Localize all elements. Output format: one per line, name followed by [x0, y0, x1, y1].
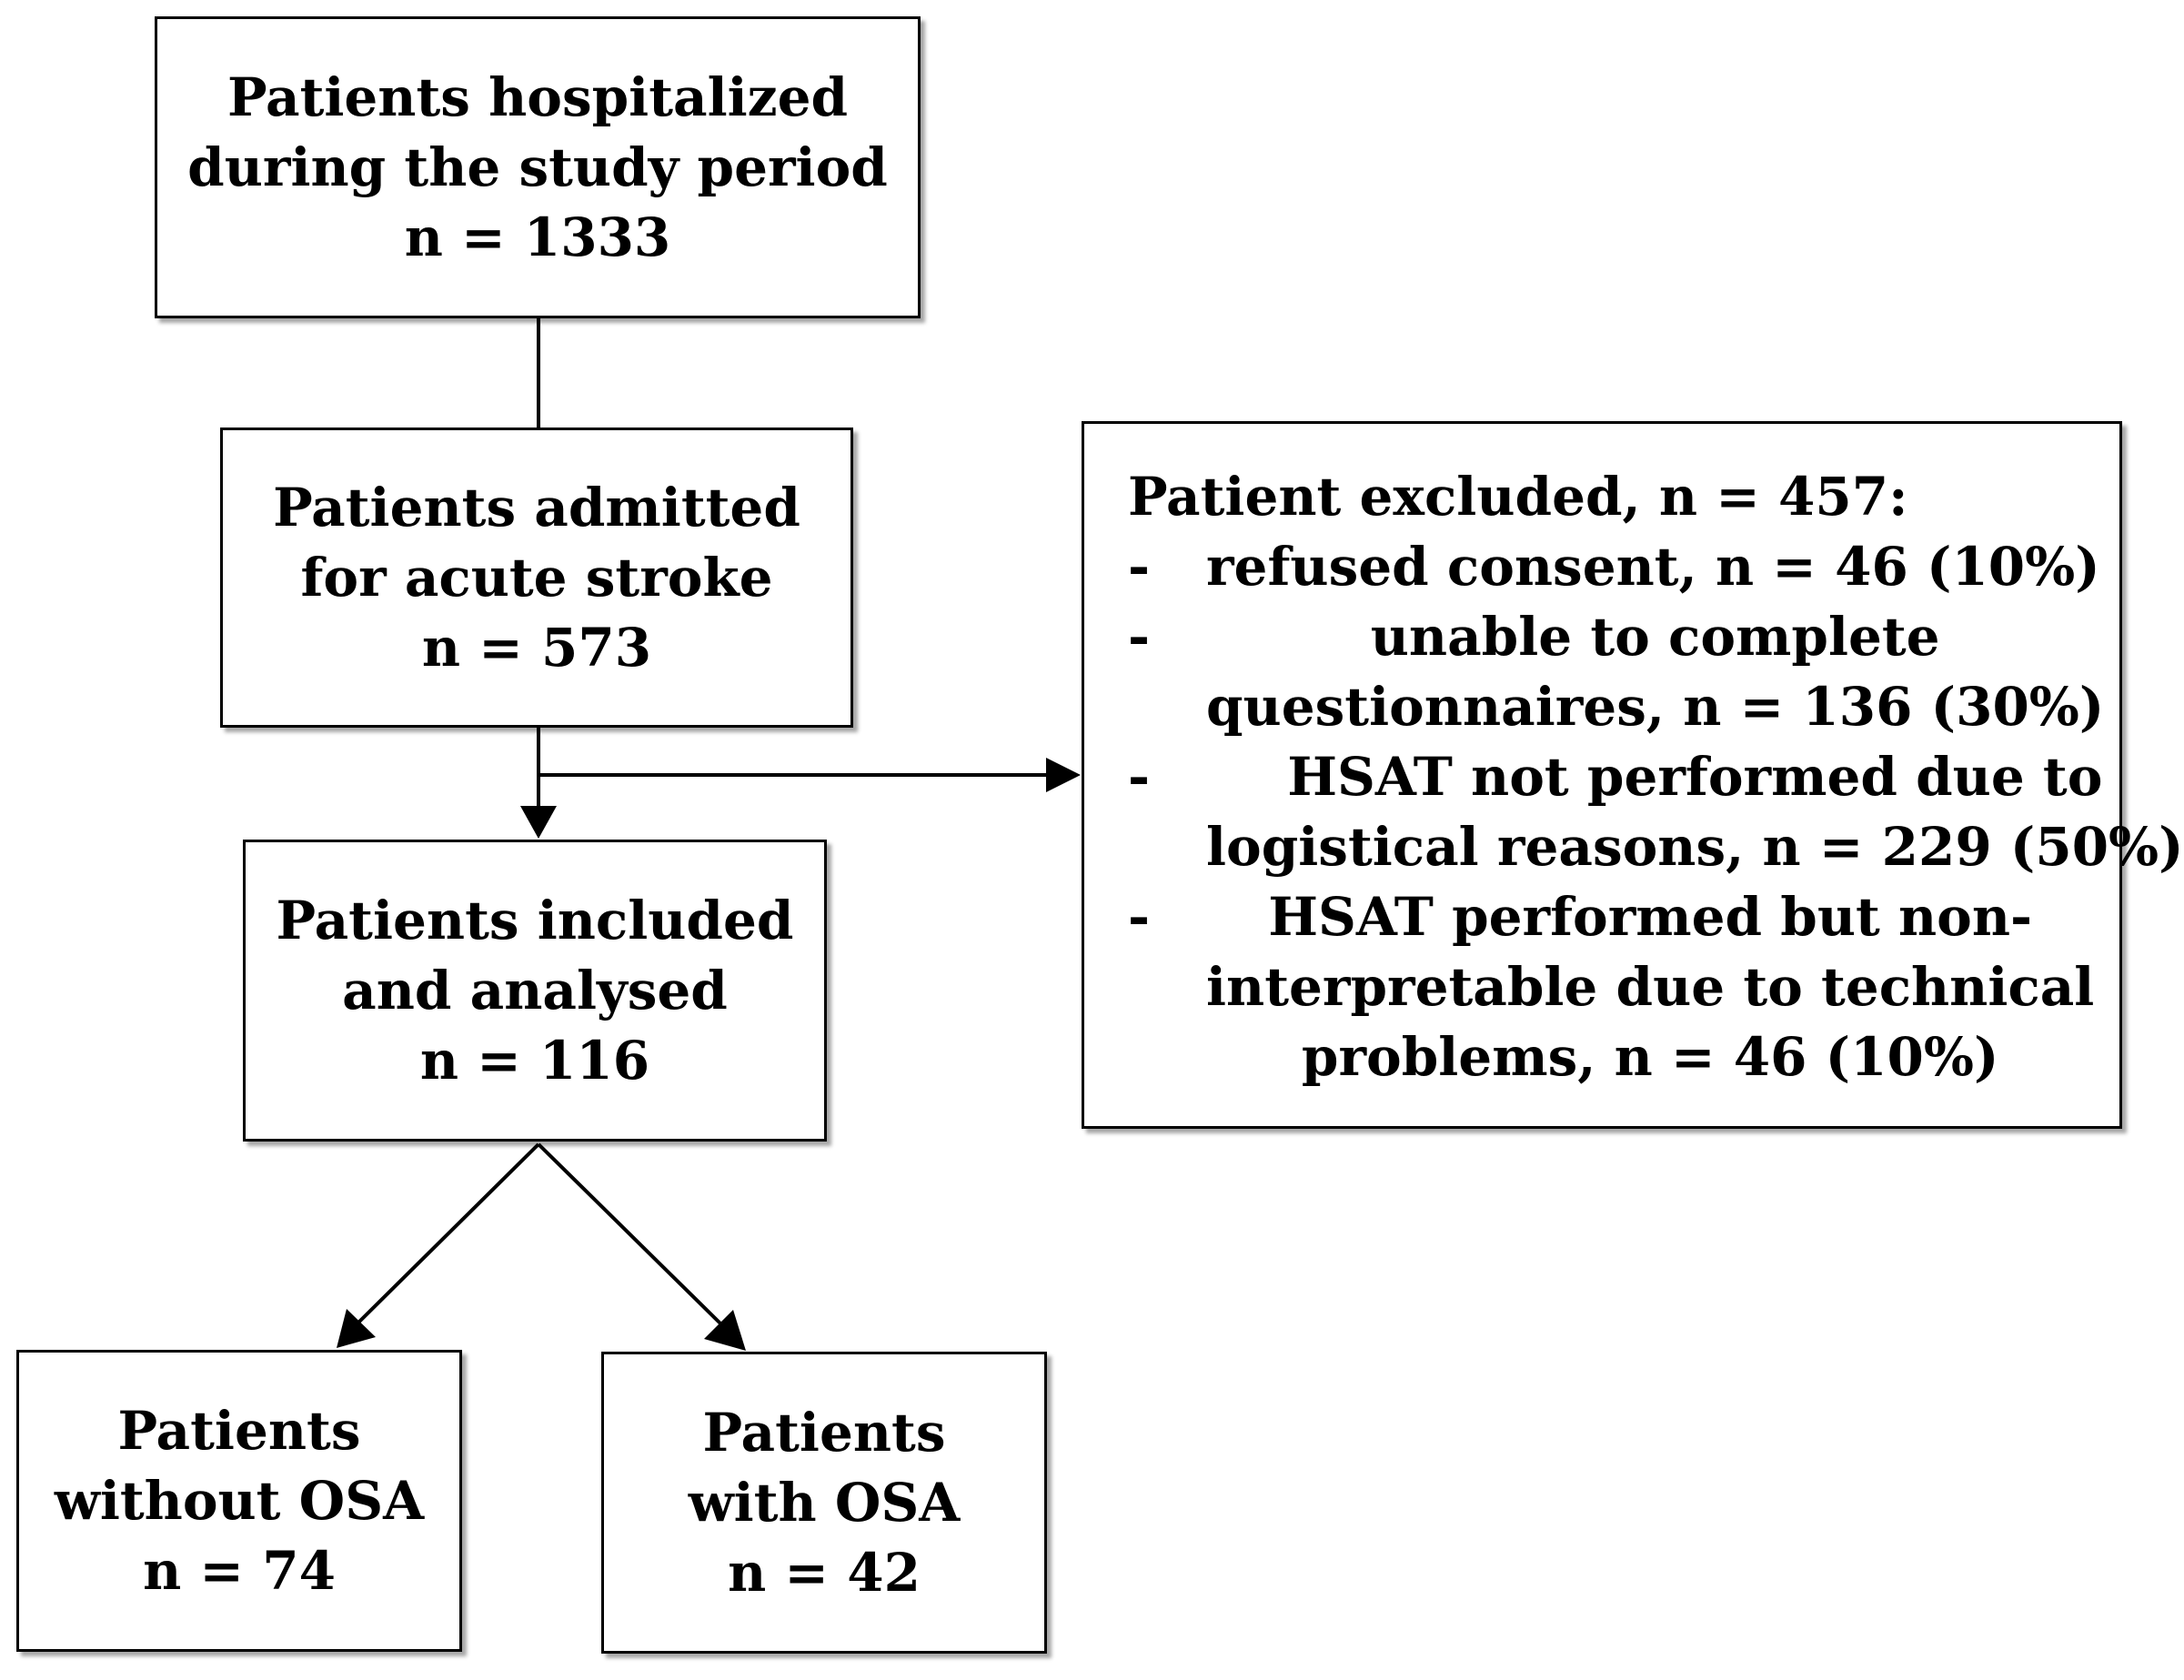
box-included-analysed: Patients included and analysed n = 116	[243, 840, 827, 1142]
excluded-item-line: unable to complete	[1370, 606, 1940, 668]
excluded-item-line: HSAT not performed due to	[1287, 746, 2103, 808]
arrowhead-with-osa	[704, 1310, 746, 1351]
excluded-item-refused-consent: - refused consent, n = 46 (10%)	[1128, 532, 2100, 602]
excluded-item-hsat-not-performed: - HSAT not performed due to logistical r…	[1128, 742, 2184, 882]
excluded-item-line: logistical reasons, n = 229 (50%)	[1206, 816, 2184, 878]
box-text-line: Patients	[702, 1401, 946, 1464]
bullet-dash: -	[1128, 536, 1151, 598]
excluded-item-line: refused consent, n = 46 (10%)	[1206, 536, 2100, 598]
box-with-osa: Patients with OSA n = 42	[601, 1352, 1047, 1654]
box-text-line: during the study period	[187, 136, 888, 198]
box-count: n = 573	[421, 616, 652, 679]
box-count: n = 74	[143, 1539, 336, 1602]
connector-included-without-osa	[355, 1142, 540, 1326]
excluded-heading: Patient excluded, n = 457:	[1128, 466, 1908, 528]
bullet-dash: -	[1128, 606, 1151, 668]
excluded-item-line: problems, n = 46 (10%)	[1301, 1026, 1999, 1088]
box-text-line: and analysed	[342, 959, 728, 1021]
box-text-line: Patients hospitalized	[226, 65, 849, 128]
bullet-dash: -	[1128, 746, 1151, 808]
box-count: n = 1333	[404, 206, 671, 268]
box-text-line: Patients included	[276, 889, 794, 951]
box-text-line: without OSA	[54, 1469, 425, 1532]
box-without-osa: Patients without OSA n = 74	[16, 1350, 462, 1652]
box-count: n = 42	[728, 1541, 921, 1604]
arrowhead-excluded	[1046, 758, 1081, 792]
connector-layer	[337, 318, 1081, 1351]
box-text-line: Patients	[117, 1399, 361, 1462]
box-hospitalized: Patients hospitalized during the study p…	[155, 16, 921, 318]
box-count: n = 116	[419, 1029, 650, 1091]
box-text-line: with OSA	[688, 1471, 961, 1534]
box-text-line: for acute stroke	[300, 546, 773, 609]
excluded-item-line: questionnaires, n = 136 (30%)	[1206, 676, 2105, 738]
excluded-item-hsat-non-interpretable: - HSAT performed but non- interpretable …	[1128, 882, 2094, 1092]
excluded-item-questionnaires: - unable to complete questionnaires, n =…	[1128, 602, 2104, 742]
bullet-dash: -	[1128, 886, 1151, 948]
box-admitted-acute-stroke: Patients admitted for acute stroke n = 5…	[220, 428, 853, 728]
box-text-line: Patients admitted	[273, 476, 800, 538]
box-excluded: Patient excluded, n = 457: - refused con…	[1082, 421, 2184, 1129]
connector-included-with-osa	[537, 1142, 725, 1328]
arrowhead-included	[520, 806, 557, 839]
excluded-item-line: interpretable due to technical	[1206, 956, 2095, 1018]
arrowhead-without-osa	[337, 1309, 376, 1348]
excluded-item-line: HSAT performed but non-	[1268, 886, 2033, 948]
